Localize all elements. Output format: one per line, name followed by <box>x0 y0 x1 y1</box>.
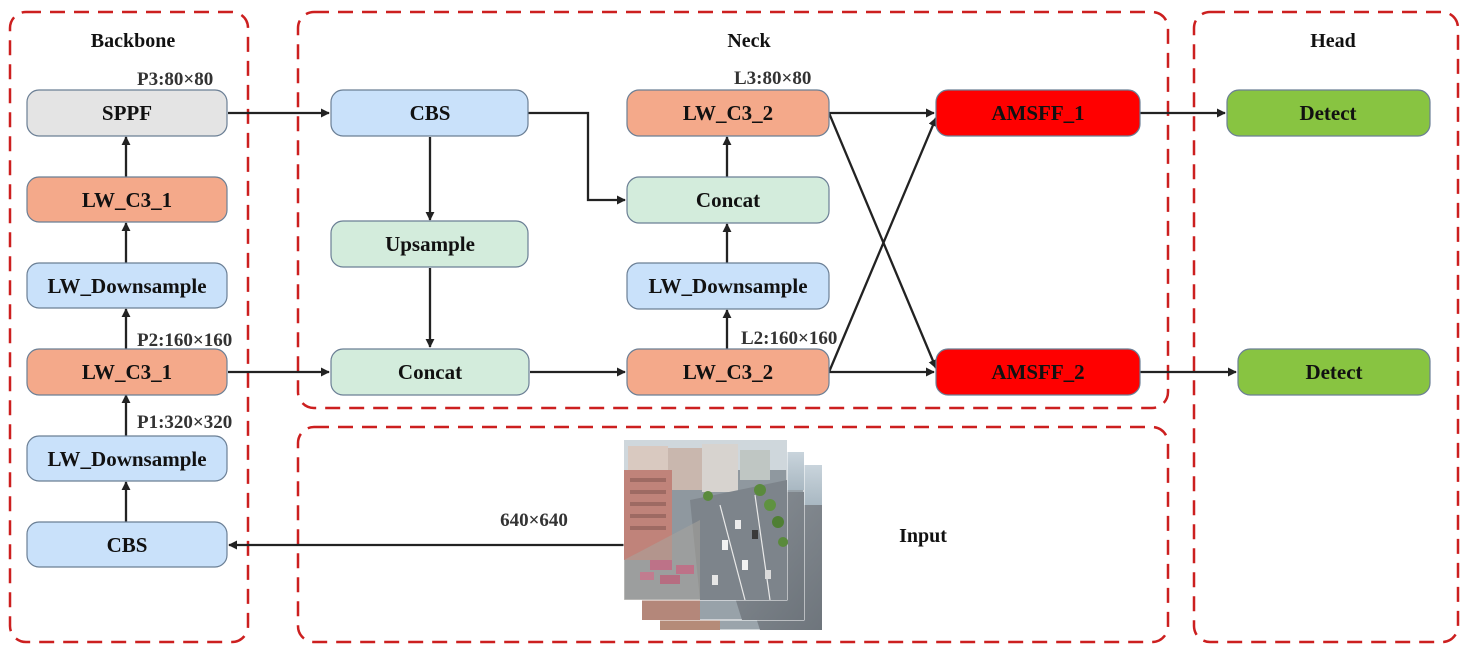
node-nk-upsample: Upsample <box>330 220 529 268</box>
node-detect-2: Detect <box>1237 348 1431 396</box>
backbone-title: Backbone <box>91 30 176 52</box>
node-amsff-1: AMSFF_1 <box>935 89 1141 137</box>
node-lwds-top: LW_Downsample <box>26 262 228 309</box>
node-nk-lwds-label: LW_Downsample <box>648 274 807 298</box>
edge-l3-to-amsff2 <box>827 112 938 369</box>
node-nk-cbs-label: CBS <box>410 101 451 125</box>
node-lwc31-mid-label: LW_C3_1 <box>82 360 172 384</box>
node-nk-upsample-label: Upsample <box>385 232 475 256</box>
node-amsff-1-label: AMSFF_1 <box>991 101 1084 125</box>
node-lwds-bot-label: LW_Downsample <box>47 447 206 471</box>
node-lwc31-top-label: LW_C3_1 <box>82 188 172 212</box>
node-nk-lwc32-low: LW_C3_2 <box>626 348 830 396</box>
neck-region <box>296 10 1170 410</box>
input-image-stack <box>623 439 823 631</box>
annotation-input-size: 640×640 <box>500 510 568 531</box>
node-nk-lwds: LW_Downsample <box>626 262 830 310</box>
annotation-l3: L3:80×80 <box>734 68 811 89</box>
node-lwc31-mid: LW_C3_1 <box>26 348 228 396</box>
input-image-layer-front <box>623 439 788 601</box>
node-bb-cbs: CBS <box>26 521 228 568</box>
annotation-p3: P3:80×80 <box>137 69 213 90</box>
node-nk-concat-low-label: Concat <box>398 360 462 384</box>
edge-cbs-to-concat-high <box>528 111 626 205</box>
node-nk-lwc32-low-label: LW_C3_2 <box>683 360 773 384</box>
node-detect-1: Detect <box>1226 89 1431 137</box>
input-title: Input <box>899 525 947 547</box>
edge-l2-to-amsff1 <box>827 117 938 373</box>
node-lwds-bot: LW_Downsample <box>26 435 228 482</box>
node-amsff-2: AMSFF_2 <box>935 348 1141 396</box>
node-detect-1-label: Detect <box>1299 101 1356 125</box>
annotation-l2: L2:160×160 <box>741 328 837 349</box>
head-title: Head <box>1310 30 1356 52</box>
node-bb-cbs-label: CBS <box>107 533 148 557</box>
edges <box>121 108 1237 550</box>
node-nk-lwc32-top: LW_C3_2 <box>626 89 830 137</box>
node-sppf-label: SPPF <box>102 101 152 125</box>
node-nk-concat-high: Concat <box>626 176 830 224</box>
head-region <box>1192 10 1460 644</box>
node-amsff-2-label: AMSFF_2 <box>991 360 1084 384</box>
annotation-p2: P2:160×160 <box>137 330 232 351</box>
backbone-region <box>8 10 250 644</box>
node-lwc31-top: LW_C3_1 <box>26 176 228 223</box>
annotation-p1: P1:320×320 <box>137 412 232 433</box>
node-nk-lwc32-top-label: LW_C3_2 <box>683 101 773 125</box>
input-region <box>296 425 1170 644</box>
neck-title: Neck <box>727 30 771 52</box>
node-detect-2-label: Detect <box>1305 360 1362 384</box>
node-nk-concat-high-label: Concat <box>696 188 760 212</box>
node-nk-cbs: CBS <box>330 89 529 137</box>
node-sppf: SPPF <box>26 89 228 137</box>
node-nk-concat-low: Concat <box>330 348 530 396</box>
node-lwds-top-label: LW_Downsample <box>47 274 206 298</box>
